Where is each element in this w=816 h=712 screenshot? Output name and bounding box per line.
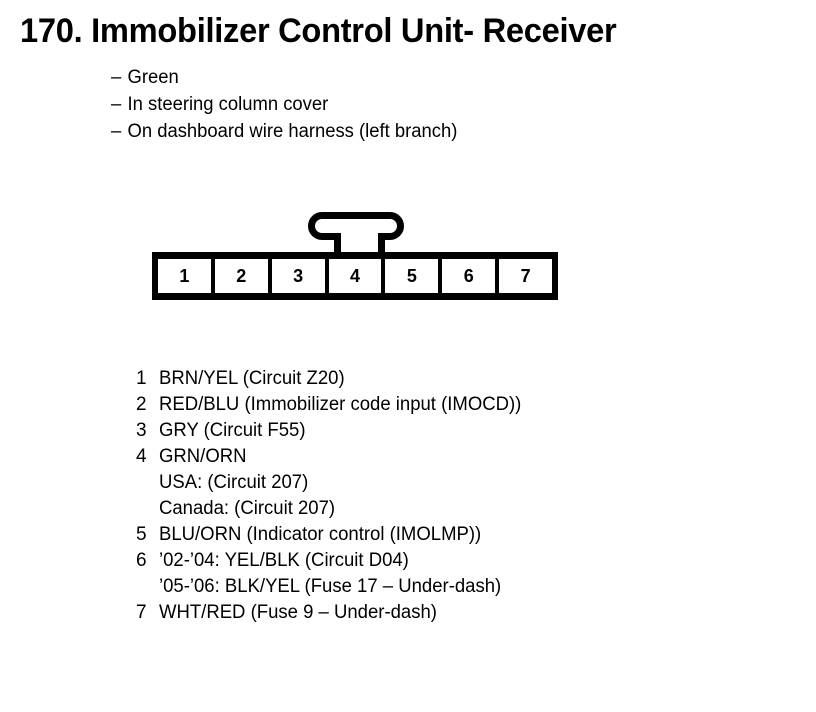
pin-list-item: 5 BLU/ORN (Indicator control (IMOLMP)) — [136, 522, 531, 548]
pin-number: 5 — [136, 524, 147, 545]
connector-latch-stem-right — [378, 233, 385, 255]
connector-latch-stem-fill — [341, 233, 378, 255]
connector-pin-cavity: 5 — [385, 259, 439, 293]
pin-subline: USA: (Circuit 207) — [159, 472, 309, 493]
pin-description: GRY (Circuit F55) — [159, 420, 306, 441]
pin-assignment-list: 1 BRN/YEL (Circuit Z20) 2 RED/BLU (Immob… — [136, 366, 531, 626]
subtitle-text: Green — [127, 67, 179, 88]
connector-latch-stem-left — [334, 233, 341, 255]
pin-number: 2 — [136, 394, 147, 415]
page-title: 170. Immobilizer Control Unit- Receiver — [20, 12, 617, 50]
subtitle-line-harness: –On dashboard wire harness (left branch) — [111, 118, 457, 145]
connector-pin-cavity: 3 — [271, 259, 325, 293]
connector-pin-cavity: 7 — [499, 259, 553, 293]
subtitle-line-location: –In steering column cover — [111, 91, 457, 118]
pin-description: ’02-’04: YEL/BLK (Circuit D04) — [159, 550, 409, 571]
connector-pin-cavity: 4 — [328, 259, 382, 293]
subtitle-text: In steering column cover — [127, 94, 329, 115]
connector-pin-cavity: 2 — [214, 259, 268, 293]
pin-list-item: 4 GRN/ORN USA: (Circuit 207) Canada: (Ci… — [136, 444, 531, 522]
subtitle-list: –Green –In steering column cover –On das… — [111, 64, 468, 145]
pin-number: 4 — [136, 446, 147, 467]
pin-list-item: 6 ’02-’04: YEL/BLK (Circuit D04) ’05-’06… — [136, 548, 531, 600]
pin-description: BRN/YEL (Circuit Z20) — [159, 368, 345, 389]
pin-description: WHT/RED (Fuse 9 – Under-dash) — [159, 602, 437, 623]
pin-description: BLU/ORN (Indicator control (IMOLMP)) — [159, 524, 482, 545]
pin-description: RED/BLU (Immobilizer code input (IMOCD)) — [159, 394, 522, 415]
connector-diagram: 1 2 3 4 5 6 7 — [152, 210, 562, 300]
pin-list-item: 2 RED/BLU (Immobilizer code input (IMOCD… — [136, 392, 531, 418]
pin-description: GRN/ORN — [159, 446, 247, 467]
pin-number: 3 — [136, 420, 147, 441]
pin-list-item: 1 BRN/YEL (Circuit Z20) — [136, 366, 531, 392]
pin-list-item: 3 GRY (Circuit F55) — [136, 418, 531, 444]
connector-pin-cavity: 1 — [158, 259, 211, 293]
subtitle-text: On dashboard wire harness (left branch) — [127, 121, 458, 142]
pin-list-item: 7 WHT/RED (Fuse 9 – Under-dash) — [136, 600, 531, 626]
pin-number: 1 — [136, 368, 147, 389]
dash-bullet-icon: – — [111, 67, 122, 88]
connector-shell: 1 2 3 4 5 6 7 — [152, 252, 558, 300]
pin-number: 6 — [136, 550, 147, 571]
connector-pin-cavity: 6 — [442, 259, 496, 293]
dash-bullet-icon: – — [111, 94, 122, 115]
pin-subline: Canada: (Circuit 207) — [159, 498, 336, 519]
pin-subline: ’05-’06: BLK/YEL (Fuse 17 – Under-dash) — [159, 576, 502, 597]
subtitle-line-color: –Green — [111, 64, 457, 91]
dash-bullet-icon: – — [111, 121, 122, 142]
pin-number: 7 — [136, 602, 147, 623]
